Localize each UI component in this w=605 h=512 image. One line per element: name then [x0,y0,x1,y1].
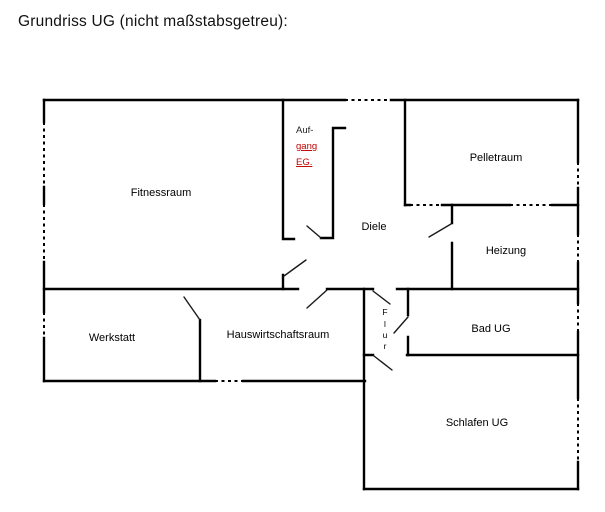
door-schlafen [373,355,393,371]
room-labels: Fitnessraum Pelletraum Diele Heizung Wer… [89,125,526,429]
label-werkstatt: Werkstatt [89,332,135,344]
label-diele: Diele [361,221,386,233]
wall-staircase [319,126,347,240]
label-flur-letter-u: u [383,330,388,340]
label-aufgang-eg: Auf- gang EG. [296,125,317,168]
label-aufgang-line1: Auf- [296,125,313,136]
door-fitnessraum [283,259,307,277]
label-flur-letter-f: F [382,307,387,317]
door-bad [393,316,409,334]
door-hauswirtschaftsraum [306,289,328,309]
label-schlafen-ug: Schlafen UG [446,417,508,429]
label-fitnessraum: Fitnessraum [131,187,192,199]
door-swings [183,223,452,371]
label-aufgang-line3: EG. [296,157,312,168]
wall-fitnessraum-right [281,98,296,291]
label-heizung: Heizung [486,245,526,257]
door-staircase [306,225,322,239]
walls-solid [42,98,580,491]
door-werkstatt [183,296,201,321]
label-bad-ug: Bad UG [471,323,510,335]
label-aufgang-line2: gang [296,141,317,152]
label-flur: F l u r [382,307,387,351]
label-flur-letter-r: r [384,341,387,351]
label-flur-letter-l: l [384,319,386,329]
label-pelletraum: Pelletraum [470,152,523,164]
page-title: Grundriss UG (nicht maßstabsgetreu): [18,13,288,30]
window-segments-dashed [43,99,579,462]
label-hauswirtschaftsraum: Hauswirtschaftsraum [227,329,330,341]
door-heizung [428,223,452,238]
door-flur-top [372,290,391,305]
